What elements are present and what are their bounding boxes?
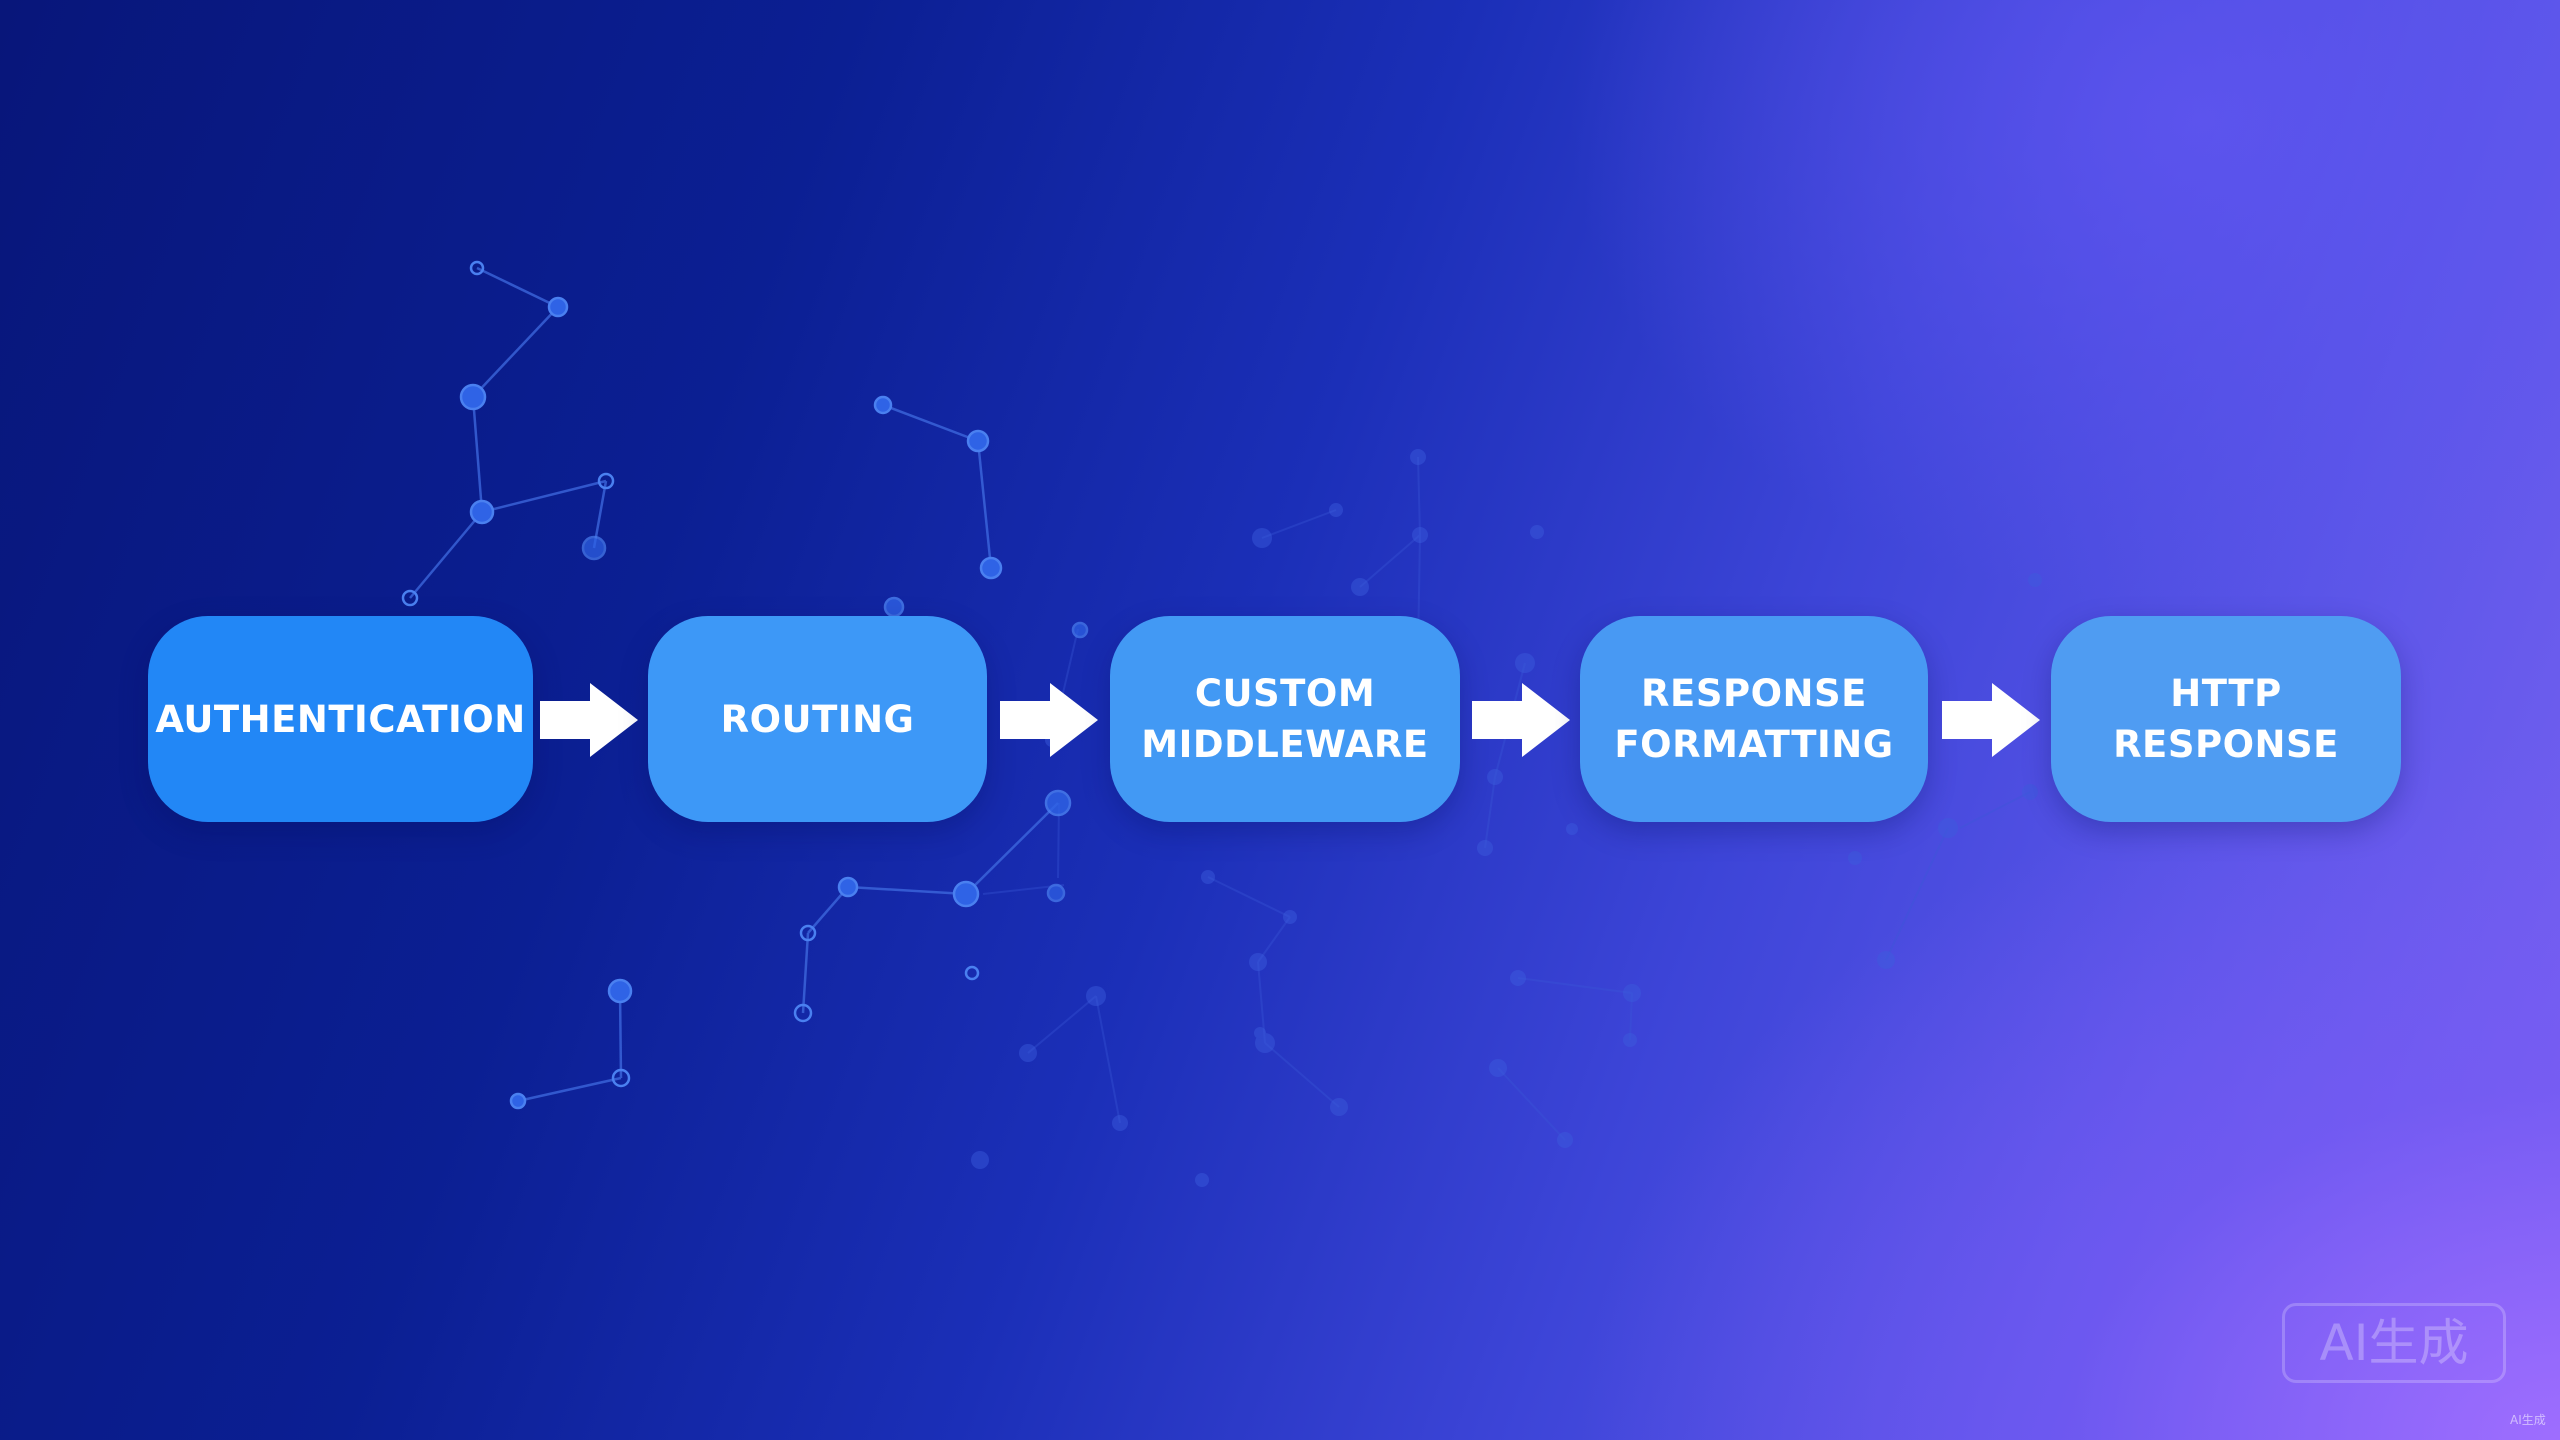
ai-generated-watermark: AI生成 [2282, 1303, 2506, 1383]
arrow-right-icon [1000, 683, 1098, 757]
step-routing-label: ROUTING [720, 697, 915, 741]
step-authentication: AUTHENTICATION [148, 616, 533, 822]
step-custom-middleware-label: CUSTOM MIDDLEWARE [1141, 672, 1429, 766]
arrow-right-icon [1472, 683, 1570, 757]
ai-generated-corner-label: AI生成 [2510, 1413, 2546, 1427]
step-http-response-label: HTTP RESPONSE [2113, 672, 2339, 766]
step-authentication-label: AUTHENTICATION [155, 697, 526, 741]
step-response-formatting: RESPONSE FORMATTING [1580, 616, 1928, 822]
step-response-formatting-label: RESPONSE FORMATTING [1614, 672, 1894, 766]
step-http-response: HTTP RESPONSE [2051, 616, 2401, 822]
arrow-right-icon [1942, 683, 2040, 757]
arrow-right-icon [540, 683, 638, 757]
step-custom-middleware: CUSTOM MIDDLEWARE [1110, 616, 1460, 822]
step-routing: ROUTING [648, 616, 987, 822]
